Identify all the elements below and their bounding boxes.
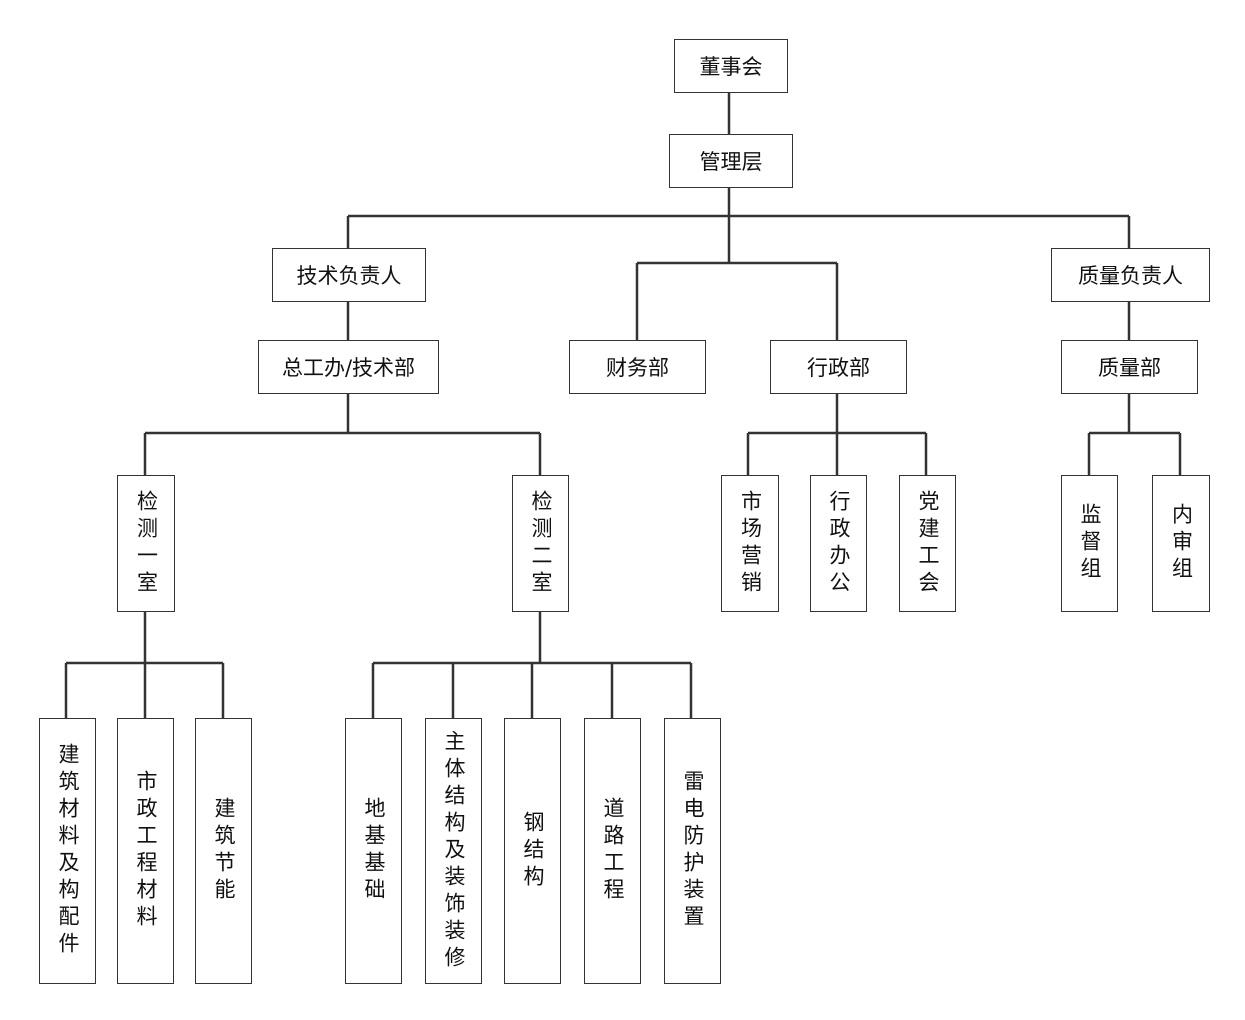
node-label: 检测二室 — [529, 489, 553, 598]
node-lab1: 检测一室 — [117, 475, 175, 612]
node-label: 建筑材料及构配件 — [56, 743, 80, 959]
node-lab2: 检测二室 — [512, 475, 569, 612]
node-label: 管理层 — [699, 150, 763, 174]
node-supervision: 监督组 — [1061, 475, 1118, 612]
node-label: 财务部 — [606, 356, 669, 380]
node-marketing: 市场营销 — [721, 475, 779, 612]
node-steel: 钢结构 — [504, 718, 561, 984]
node-energy: 建筑节能 — [195, 718, 252, 984]
node-structure: 主体结构及装饰装修 — [425, 718, 482, 984]
node-label: 建筑节能 — [212, 797, 236, 905]
node-audit: 内审组 — [1152, 475, 1210, 612]
node-admin: 行政部 — [770, 340, 907, 394]
node-mgmt: 管理层 — [669, 134, 793, 188]
node-label: 地基基础 — [362, 797, 386, 905]
node-lightning: 雷电防护装置 — [664, 718, 721, 984]
node-label: 主体结构及装饰装修 — [442, 729, 466, 973]
node-tech-dept: 总工办/技术部 — [258, 340, 439, 394]
node-foundation: 地基基础 — [345, 718, 402, 984]
node-finance: 财务部 — [569, 340, 706, 394]
node-municipal: 市政工程材料 — [117, 718, 174, 984]
node-label: 质量负责人 — [1078, 264, 1183, 288]
node-label: 内审组 — [1169, 503, 1194, 584]
node-label: 质量部 — [1098, 356, 1161, 380]
node-board: 董事会 — [674, 39, 788, 93]
node-tech-lead: 技术负责人 — [272, 248, 426, 302]
node-quality-dept: 质量部 — [1061, 340, 1198, 394]
node-quality-lead: 质量负责人 — [1051, 248, 1210, 302]
node-office: 行政办公 — [810, 475, 867, 612]
node-label: 检测一室 — [134, 489, 159, 598]
node-road: 道路工程 — [584, 718, 641, 984]
node-label: 雷电防护装置 — [681, 770, 705, 932]
node-label: 董事会 — [699, 55, 763, 79]
node-label: 市政工程材料 — [134, 770, 158, 932]
node-party: 党建工会 — [899, 475, 956, 612]
node-label: 道路工程 — [601, 797, 625, 905]
node-label: 总工办/技术部 — [281, 356, 416, 380]
node-label: 行政办公 — [827, 489, 851, 598]
node-materials: 建筑材料及构配件 — [39, 718, 96, 984]
node-label: 党建工会 — [916, 489, 940, 598]
node-label: 监督组 — [1078, 503, 1102, 584]
node-label: 市场营销 — [738, 489, 763, 598]
node-label: 技术负责人 — [296, 264, 402, 288]
node-label: 钢结构 — [521, 810, 545, 892]
node-label: 行政部 — [807, 356, 870, 380]
